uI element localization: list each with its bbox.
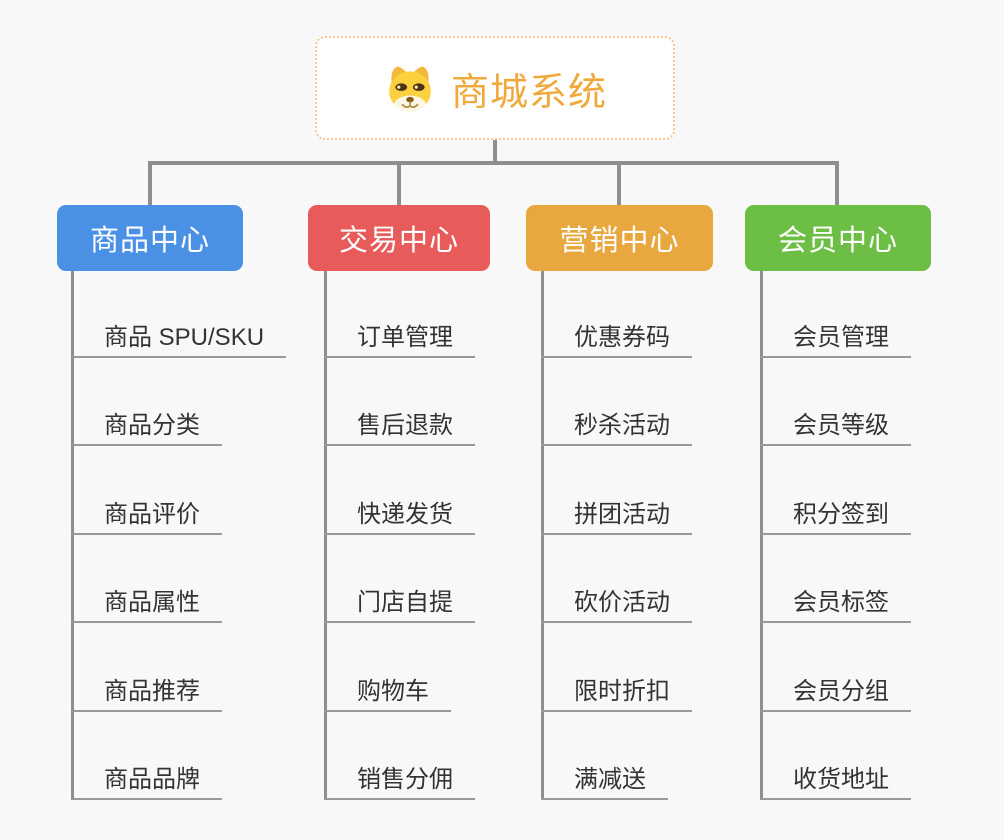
leaf-group-buy[interactable]: 拼团活动 — [541, 487, 692, 535]
connector-drop-marketing — [617, 161, 621, 205]
leaf-limited-discount[interactable]: 限时折扣 — [541, 664, 692, 712]
leaf-flash-sale[interactable]: 秒杀活动 — [541, 398, 692, 446]
leaf-order-management[interactable]: 订单管理 — [324, 310, 475, 358]
leaf-express-delivery[interactable]: 快递发货 — [324, 487, 475, 535]
root-title: 商城系统 — [450, 71, 607, 114]
leaf-product-recommend[interactable]: 商品推荐 — [71, 664, 222, 712]
leaf-member-tag[interactable]: 会员标签 — [760, 575, 911, 623]
connector-drop-trade — [397, 161, 401, 205]
branch-marketing-center[interactable]: 营销中心 — [526, 205, 713, 271]
leaf-full-reduction[interactable]: 满减送 — [541, 752, 668, 800]
branch-trade-center[interactable]: 交易中心 — [308, 205, 490, 271]
leaf-product-brand[interactable]: 商品品牌 — [71, 752, 222, 800]
branch-product-center[interactable]: 商品中心 — [57, 205, 243, 271]
root-node[interactable]: 商城系统 — [315, 36, 675, 140]
leaf-product-review[interactable]: 商品评价 — [71, 487, 222, 535]
leaf-member-group[interactable]: 会员分组 — [760, 664, 911, 712]
leaf-product-spu-sku[interactable]: 商品 SPU/SKU — [71, 310, 287, 358]
leaf-coupon-code[interactable]: 优惠券码 — [541, 310, 692, 358]
leaf-shipping-address[interactable]: 收货地址 — [760, 752, 911, 800]
leaf-points-checkin[interactable]: 积分签到 — [760, 487, 911, 535]
connector-drop-member — [835, 161, 839, 205]
leaf-member-management[interactable]: 会员管理 — [760, 310, 911, 358]
leaf-member-level[interactable]: 会员等级 — [760, 398, 911, 446]
connector-drop-product — [148, 161, 152, 205]
connector-trunk — [148, 161, 839, 165]
branch-member-center[interactable]: 会员中心 — [745, 205, 931, 271]
leaf-product-category[interactable]: 商品分类 — [71, 398, 222, 446]
leaf-bargain-activity[interactable]: 砍价活动 — [541, 575, 692, 623]
leaf-store-pickup[interactable]: 门店自提 — [324, 575, 475, 623]
connector-spine-member — [760, 271, 763, 800]
leaf-sales-commission[interactable]: 销售分佣 — [324, 752, 475, 800]
leaf-after-sale-refund[interactable]: 售后退款 — [324, 398, 475, 446]
connector-root-drop — [493, 140, 497, 165]
dog-face-icon — [389, 66, 431, 112]
leaf-shopping-cart[interactable]: 购物车 — [324, 664, 451, 712]
connector-spine-marketing — [541, 271, 544, 800]
connector-spine-trade — [324, 271, 327, 800]
leaf-product-attribute[interactable]: 商品属性 — [71, 575, 222, 623]
connector-spine-product — [71, 271, 74, 800]
